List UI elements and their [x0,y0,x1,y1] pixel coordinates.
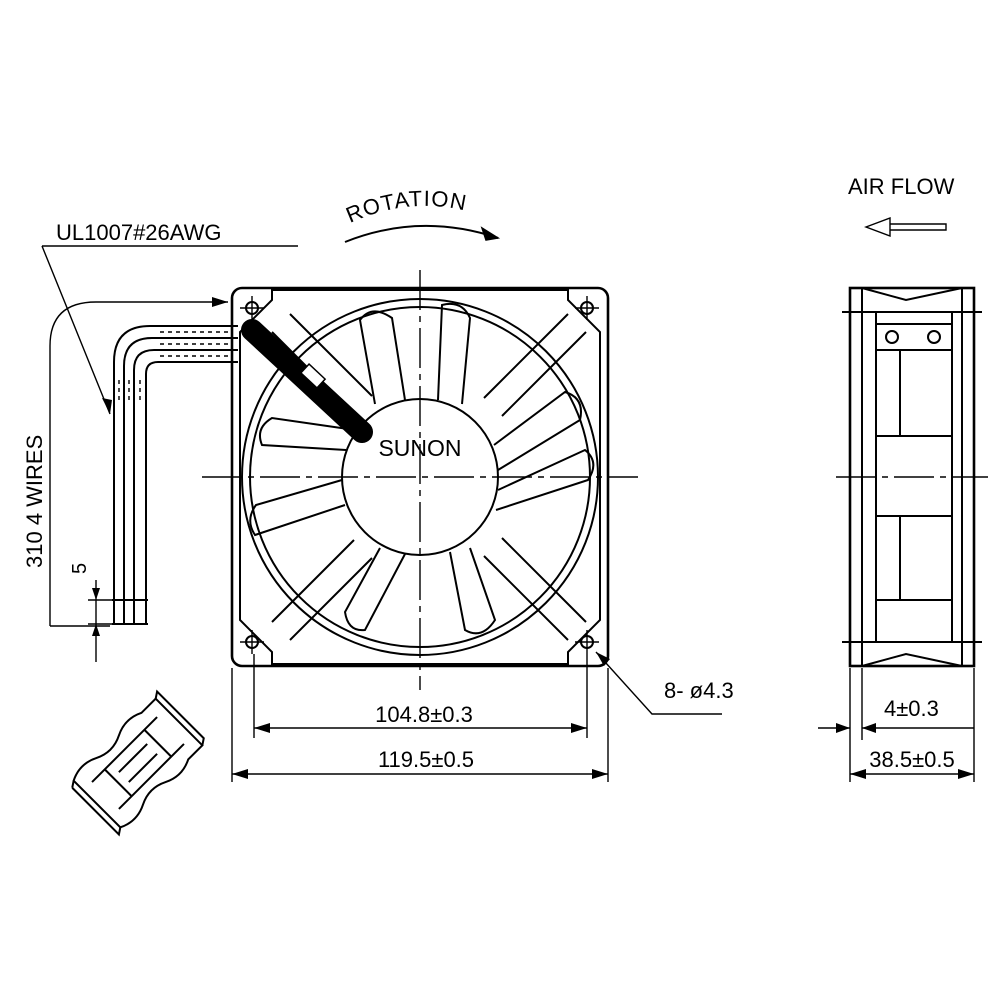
airflow-indicator: AIR FLOW [848,174,955,238]
side-view [836,286,988,668]
wire-spec-label: UL1007#26AWG [56,220,222,245]
wire-length-dimension: 310 4 WIRES [22,297,228,627]
blade [259,416,356,451]
wire [113,325,238,624]
blade [495,448,595,511]
lead-wires [112,325,238,625]
blade [493,390,582,471]
flange-thickness-label: 4±0.3 [884,696,939,721]
mounting-holes [240,296,599,654]
blade [449,547,497,635]
connector-sketch [71,689,205,837]
frame-size-dimension: 119.5±0.5 [231,668,609,782]
frame-size-label: 119.5±0.5 [378,747,474,772]
hole-spec-label: 8- ø4.3 [664,678,734,703]
blade [343,547,406,632]
strut [483,537,587,641]
strip-length-label: 5 [69,563,91,574]
hole-pitch-dimension: 104.8±0.3 [253,654,588,738]
strip-length-dimension: 5 [69,563,112,662]
strut [271,539,373,641]
wire [145,361,238,624]
brand-label: SUNON [378,435,461,461]
depth-dimension: 38.5±0.5 [850,668,975,782]
wire-length-label: 310 4 WIRES [22,435,47,568]
blade [358,310,406,405]
flange-thickness-dimension: 4±0.3 [818,668,974,782]
wire-channel [241,319,373,443]
rotation-indicator: ROTATION [342,186,501,243]
depth-label: 38.5±0.5 [869,747,954,772]
rotation-arrow [344,224,499,243]
frame-inner [239,289,601,665]
center-lines [202,270,638,690]
hole-callout: 8- ø4.3 [595,651,734,715]
front-view: SUNON [202,270,638,690]
side-connector-tab [875,323,953,351]
rotation-label: ROTATION [342,186,469,228]
airflow-label: AIR FLOW [848,174,955,199]
impeller-blades [249,302,595,635]
blade [437,302,472,405]
strut [483,313,587,417]
hole-pitch-label: 104.8±0.3 [375,702,473,727]
wire [133,349,238,624]
wire-spec-callout: UL1007#26AWG [41,220,298,415]
wire [123,337,238,624]
blade [249,479,346,537]
